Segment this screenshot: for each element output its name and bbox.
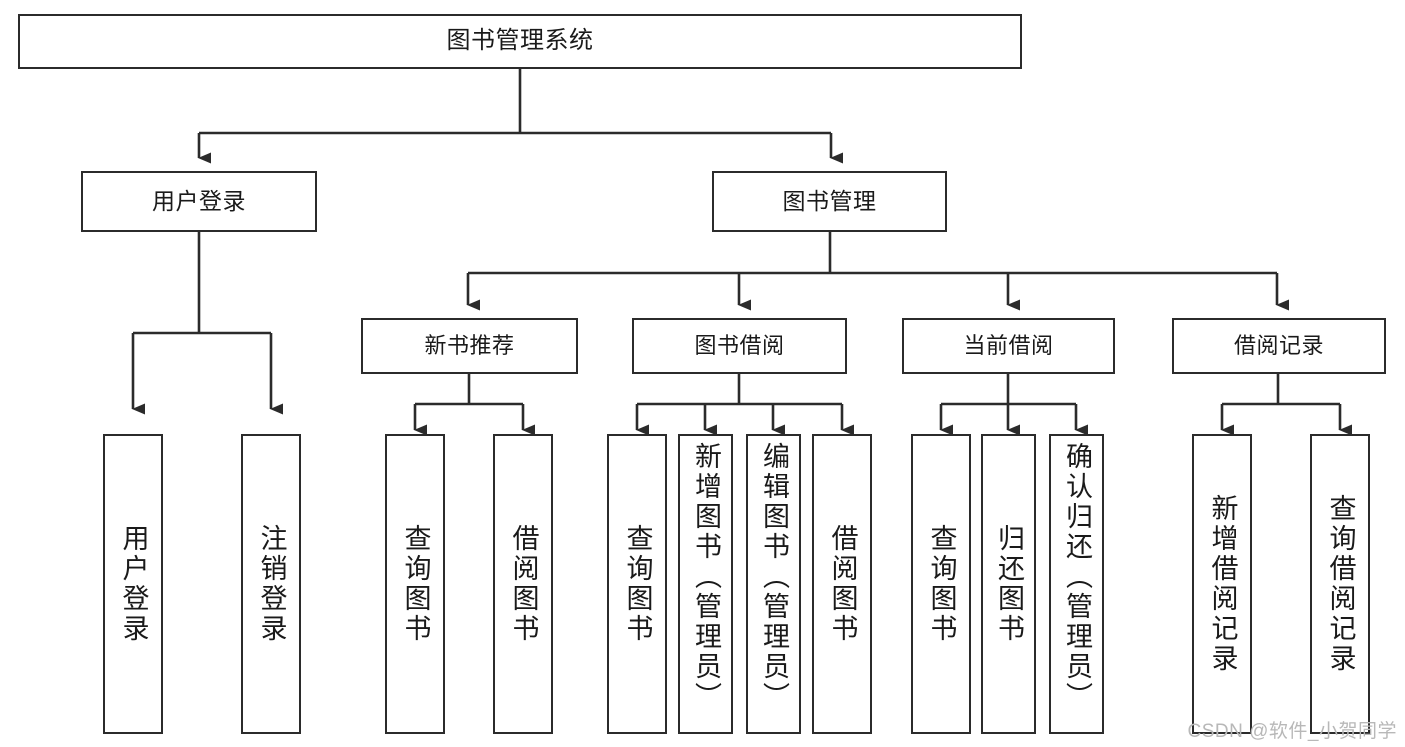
- node-label: 当前借阅: [963, 333, 1054, 359]
- leaf-logout[interactable]: 注销登录: [241, 434, 301, 734]
- leaf-label: 查询借阅记录: [1325, 494, 1356, 674]
- leaf-user-login[interactable]: 用户登录: [103, 434, 163, 734]
- node-user-login[interactable]: 用户登录: [81, 171, 317, 232]
- node-label: 图书管理: [782, 187, 877, 214]
- node-label: 图书借阅: [694, 333, 785, 359]
- leaf-label: 编辑图书（管理员）: [759, 442, 789, 712]
- node-label: 用户登录: [152, 187, 246, 214]
- leaf-confirm-return-admin[interactable]: 确认归还（管理员）: [1049, 434, 1104, 734]
- leaf-query-book-current[interactable]: 查询图书: [911, 434, 971, 734]
- leaf-add-book-admin[interactable]: 新增图书（管理员）: [678, 434, 733, 734]
- leaf-label: 用户登录: [118, 524, 149, 644]
- leaf-label: 借阅图书: [508, 524, 539, 644]
- leaf-label: 查询图书: [400, 524, 431, 644]
- leaf-label: 新增图书（管理员）: [691, 442, 721, 712]
- node-new-book-recommendation[interactable]: 新书推荐: [361, 318, 578, 374]
- leaf-label: 注销登录: [256, 524, 287, 644]
- leaf-label: 查询图书: [622, 524, 653, 644]
- leaf-label: 归还图书: [994, 524, 1024, 644]
- node-current-borrowing[interactable]: 当前借阅: [902, 318, 1115, 374]
- node-borrowing-record[interactable]: 借阅记录: [1172, 318, 1386, 374]
- node-book-borrowing[interactable]: 图书借阅: [632, 318, 847, 374]
- node-book-management[interactable]: 图书管理: [712, 171, 947, 232]
- leaf-borrow-book[interactable]: 借阅图书: [812, 434, 872, 734]
- node-label: 借阅记录: [1233, 333, 1324, 359]
- leaf-label: 借阅图书: [827, 524, 858, 644]
- node-label: 新书推荐: [424, 333, 515, 359]
- csdn-watermark: CSDN @软件_小贺同学: [1187, 721, 1397, 742]
- leaf-label: 新增借阅记录: [1207, 494, 1238, 674]
- leaf-query-book-newbook[interactable]: 查询图书: [385, 434, 445, 734]
- leaf-query-borrow-record[interactable]: 查询借阅记录: [1310, 434, 1370, 734]
- leaf-label: 查询图书: [926, 524, 957, 644]
- node-root-system[interactable]: 图书管理系统: [18, 14, 1022, 69]
- leaf-edit-book-admin[interactable]: 编辑图书（管理员）: [746, 434, 801, 734]
- leaf-add-borrow-record[interactable]: 新增借阅记录: [1192, 434, 1252, 734]
- node-label: 图书管理系统: [446, 27, 594, 55]
- leaf-return-book[interactable]: 归还图书: [981, 434, 1036, 734]
- leaf-borrow-book-newbook[interactable]: 借阅图书: [493, 434, 553, 734]
- leaf-label: 确认归还（管理员）: [1062, 442, 1092, 712]
- leaf-query-book-borrow[interactable]: 查询图书: [607, 434, 667, 734]
